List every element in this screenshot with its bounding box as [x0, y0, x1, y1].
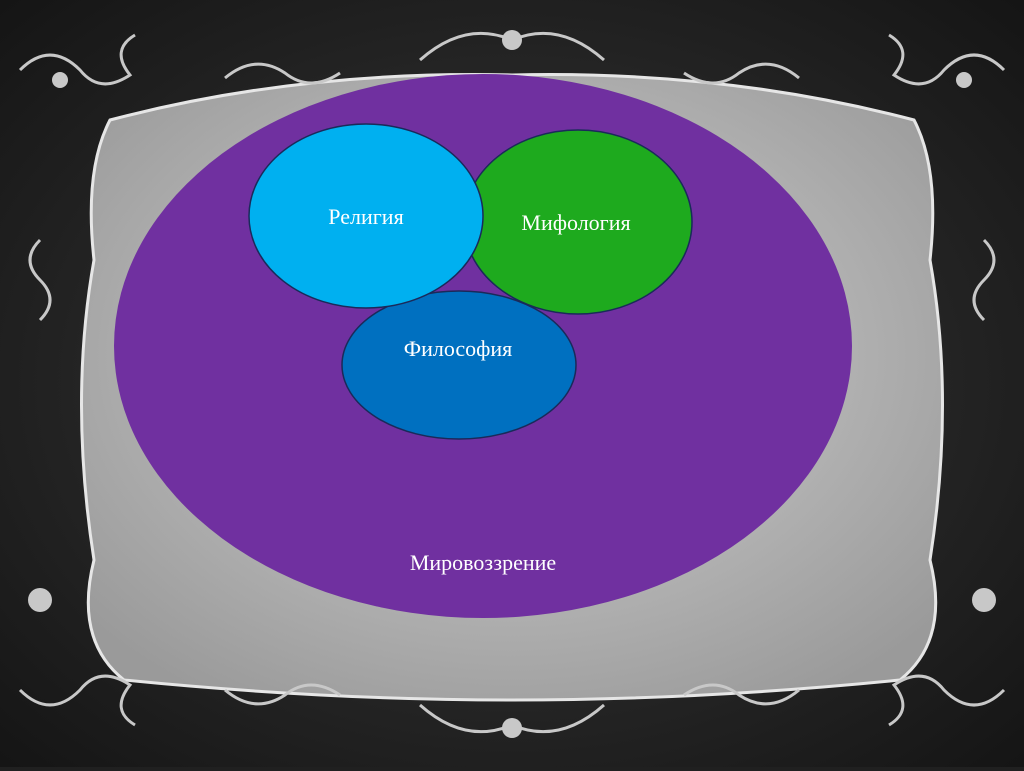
mythology-label: Мифология [521, 210, 631, 235]
religion-circle [248, 123, 484, 309]
philosophy-circle [341, 290, 577, 440]
philosophy-label: Философия [403, 336, 513, 361]
religion-label: Религия [328, 204, 404, 229]
frame-ornaments [28, 30, 996, 738]
worldview-label: Мировоззрение [409, 550, 557, 575]
